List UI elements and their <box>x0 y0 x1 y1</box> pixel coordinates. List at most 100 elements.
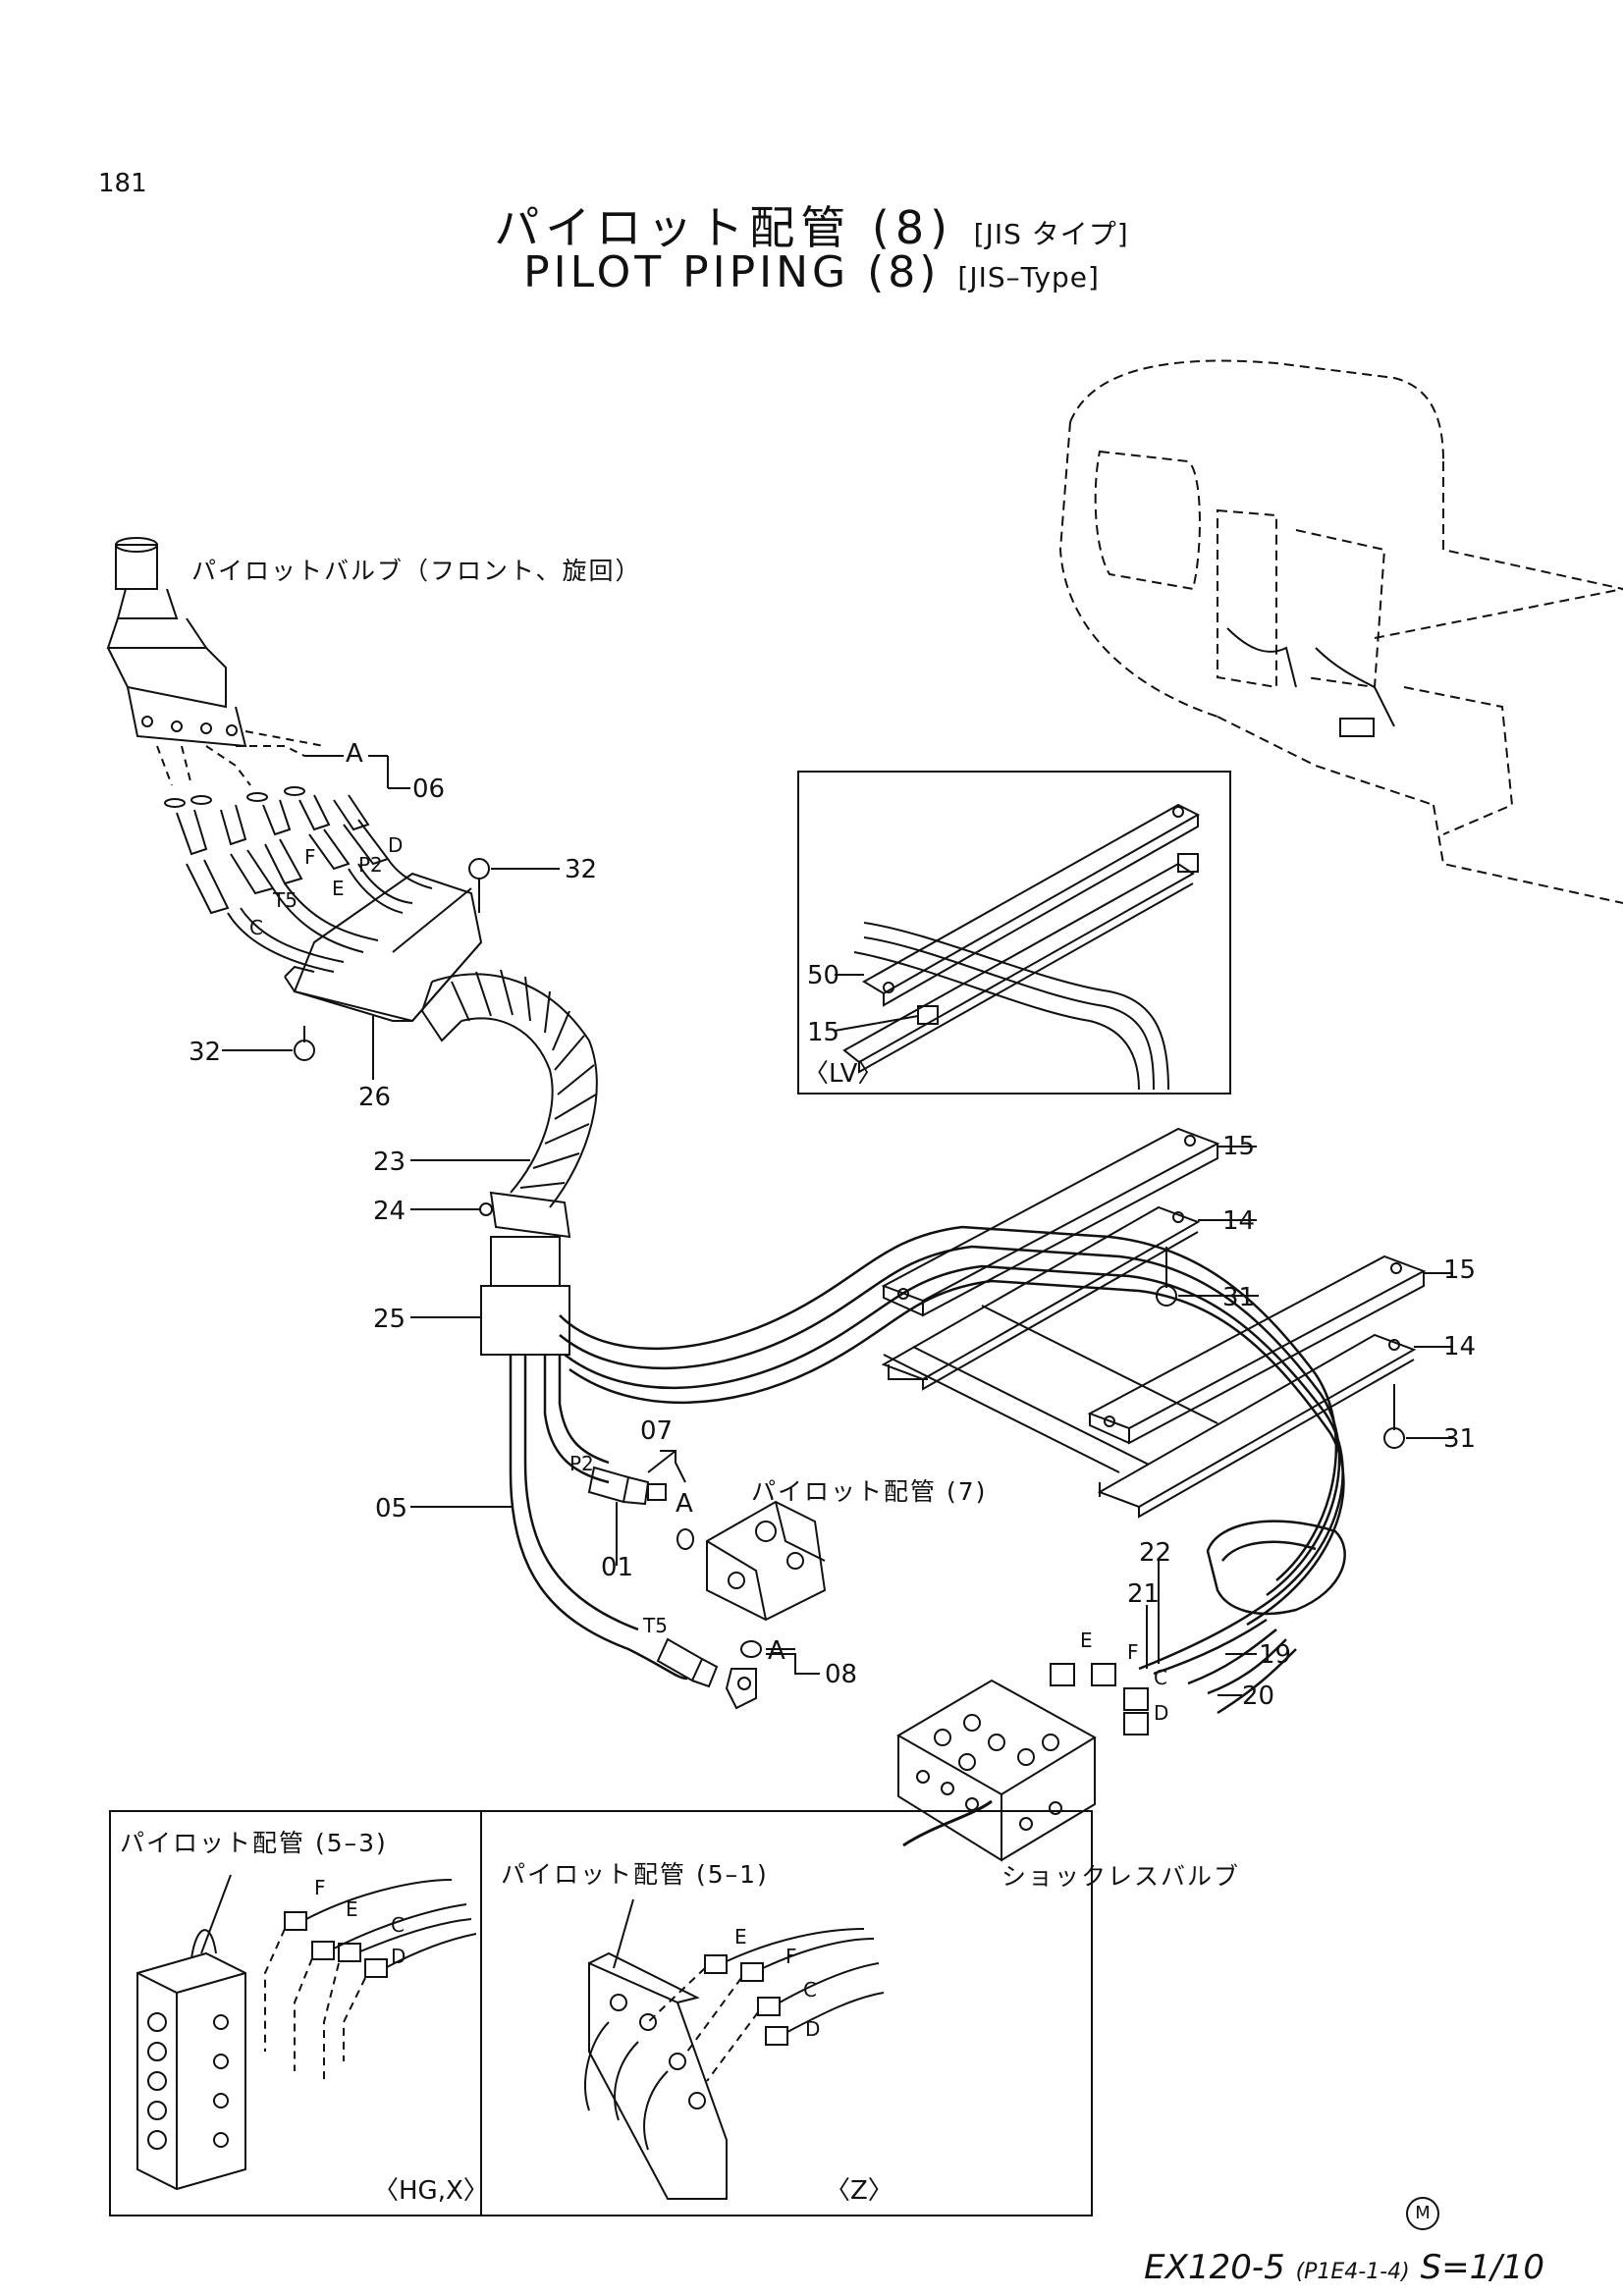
page-number: 181 <box>98 169 147 198</box>
part-32-lower: 32 <box>189 1038 221 1067</box>
clamp-25 <box>480 1236 570 1356</box>
bolt-32-upper <box>468 858 560 913</box>
bottom-inset-frame <box>109 1810 1093 2216</box>
port-t5-lower: T5 <box>642 1614 668 1637</box>
shockless-valve <box>896 1679 1097 1862</box>
footer-scale: S=1/10 <box>1420 2248 1544 2287</box>
rail-lower <box>1087 1255 1427 1445</box>
fitting-08 <box>725 1640 762 1710</box>
part-15-upper: 15 <box>1222 1132 1255 1161</box>
hose-cover-26 <box>284 872 483 1023</box>
part-26: 26 <box>358 1083 391 1112</box>
part-32-upper: 32 <box>565 855 597 884</box>
port-f-hgx: F <box>314 1876 326 1899</box>
hgx-dashed <box>264 1928 366 2081</box>
part-06: 06 <box>412 774 445 804</box>
part-05: 05 <box>375 1494 407 1523</box>
letter-a-top: A <box>346 739 363 769</box>
cab-harness <box>1226 627 1395 737</box>
port-e-z: E <box>734 1925 747 1949</box>
z-fittings <box>704 1928 885 2046</box>
hoses-to-shockless <box>1138 1608 1297 1715</box>
m-mark: M <box>1406 2197 1439 2230</box>
main-hose-bundle <box>559 1225 1345 1627</box>
part-31-lower: 31 <box>1443 1424 1476 1454</box>
title-en-main: PILOT PIPING (8) <box>523 247 941 297</box>
hoses-down <box>509 1355 688 1681</box>
footer-model: EX120-5 <box>1144 2248 1285 2287</box>
z-valve <box>584 1951 728 2200</box>
label-shockless-valve: ショックレスバルブ <box>1001 1862 1240 1891</box>
port-e-hgx: E <box>346 1897 358 1921</box>
port-c: C <box>249 916 263 939</box>
pilot-valve-hoses <box>227 858 433 973</box>
port-c-shockless: C <box>1154 1666 1167 1689</box>
letter-a-lower: A <box>768 1636 785 1666</box>
port-d: D <box>388 833 403 857</box>
bolt-31-lower <box>1383 1384 1453 1449</box>
view-hgx: 〈HG,X〉 <box>373 2176 489 2206</box>
part-25: 25 <box>373 1305 406 1334</box>
footer-code: EX120-5 (P1E4-1-4) S=1/10 <box>1144 2248 1544 2287</box>
title-en-sub: [JIS–Type] <box>957 261 1100 294</box>
label-pilot-valve-front: パイロットバルブ（フロント、旋回） <box>191 557 642 585</box>
port-d-shockless: D <box>1154 1701 1168 1725</box>
corrugated-tube-23 <box>420 969 598 1208</box>
hgx-valve <box>136 1929 246 2191</box>
part-01: 01 <box>601 1553 633 1582</box>
port-t5: T5 <box>272 888 298 912</box>
label-pilot-piping-5-3: パイロット配管 (5–3) <box>120 1829 388 1857</box>
letter-a-mid: A <box>676 1489 693 1519</box>
port-f-z: F <box>785 1945 797 1968</box>
port-c-z: C <box>803 1978 817 2002</box>
port-c-hgx: C <box>391 1913 405 1937</box>
title-en: PILOT PIPING (8) [JIS–Type] <box>0 247 1623 297</box>
pilot-valve-fittings <box>164 786 390 915</box>
cross-members <box>883 1305 1218 1497</box>
part-14-lower: 14 <box>1443 1332 1476 1362</box>
oring-07 <box>676 1528 694 1550</box>
title-jp-main: パイロット配管 (8) <box>494 201 954 254</box>
hgx-fittings <box>284 1879 477 1978</box>
fitting-01 <box>587 1466 667 1506</box>
valve-pilot-7 <box>706 1500 827 1622</box>
pilot-valve-front <box>106 537 247 748</box>
part-50: 50 <box>807 961 839 990</box>
part-14-upper: 14 <box>1222 1206 1255 1236</box>
label-pilot-piping-7: パイロット配管 (7) <box>751 1477 987 1506</box>
fitting-t5 <box>656 1637 719 1688</box>
z-dashed <box>647 1967 759 2082</box>
bolt-32-lower <box>222 1026 315 1061</box>
pilot-valve-dashed-leaders <box>156 730 325 786</box>
hose-loop <box>1206 1520 1346 1616</box>
port-e-shockless: E <box>1080 1629 1093 1652</box>
rail-upper-bracket <box>881 1205 1201 1391</box>
cab-outline <box>1058 359 1623 904</box>
part-22: 22 <box>1139 1538 1171 1568</box>
port-e: E <box>332 877 345 900</box>
part-07: 07 <box>640 1416 673 1446</box>
part-08: 08 <box>825 1660 857 1689</box>
port-p2: P2 <box>358 853 383 877</box>
lv-inset-rails <box>842 803 1201 1091</box>
lv-inset-frame <box>797 771 1231 1095</box>
port-d-hgx: D <box>391 1945 406 1968</box>
part-31-upper: 31 <box>1222 1283 1255 1312</box>
title-jp: パイロット配管 (8) [JIS タイプ] <box>0 192 1623 257</box>
part-23: 23 <box>373 1148 406 1177</box>
rail-upper <box>881 1127 1220 1317</box>
footer-code-number: (P1E4-1-4) <box>1295 2260 1410 2284</box>
port-d-z: D <box>805 2017 820 2041</box>
port-f: F <box>304 845 316 869</box>
part-19: 19 <box>1259 1640 1291 1670</box>
view-z: 〈Z〉 <box>825 2176 893 2206</box>
part-20: 20 <box>1242 1682 1274 1711</box>
title-jp-sub: [JIS タイプ] <box>973 218 1129 250</box>
part-21: 21 <box>1127 1579 1160 1609</box>
bolt-31-upper <box>1156 1247 1259 1307</box>
label-pilot-piping-5-1: パイロット配管 (5–1) <box>501 1860 769 1889</box>
shockless-fittings <box>1050 1663 1149 1735</box>
part-15-lower: 15 <box>1443 1255 1476 1285</box>
rail-lower-bracket <box>1097 1333 1417 1519</box>
